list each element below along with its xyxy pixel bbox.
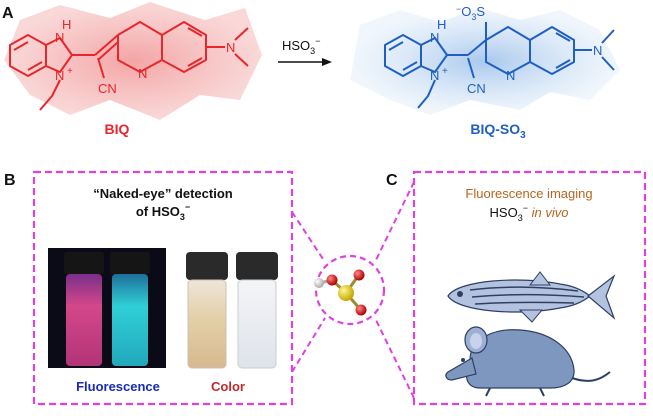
biq-so3-structure: [384, 22, 615, 109]
hso3-ball-stick: [314, 269, 367, 316]
caption-color: Color: [211, 379, 245, 394]
vial-pink: [66, 274, 102, 366]
biq-atoms: H N N + N N CN: [55, 17, 235, 96]
biq-so3-atom-n-quinoline: N: [506, 68, 515, 83]
caption-fluorescence: Fluorescence: [76, 379, 160, 394]
panel-c-title-line2: HSO3− in vivo: [490, 203, 569, 223]
panel-b-frame: [32, 170, 294, 406]
biq-atom-plus: +: [67, 66, 73, 77]
biq-atom-h: H: [62, 17, 71, 32]
biq-so3-sulfonate: −O3S: [456, 4, 485, 22]
biq-so3-atom-cn: CN: [467, 81, 486, 96]
vial-clear: [237, 279, 277, 369]
mouse-icon: [445, 326, 611, 397]
vial-cyan: [112, 274, 148, 366]
panel-c-label: C: [386, 172, 398, 189]
fluorescence-photo: [48, 248, 166, 368]
biq-so3-atom-n-nh: N: [430, 30, 439, 45]
panel-b-title-line2: of HSO3−: [136, 202, 190, 222]
panel-c-title-line1: Fluorescence imaging: [465, 186, 592, 201]
biq-atom-n-nh: N: [55, 30, 64, 45]
color-photo: [176, 248, 288, 369]
biq-glow: [4, 2, 262, 120]
biq-so3-atom-h: H: [437, 17, 446, 32]
biq-so3-name: BIQ-SO3: [470, 121, 526, 141]
biq-so3-atom-n-dimethyl: N: [593, 43, 602, 58]
biq-so3-atom-n-plus: N: [430, 68, 439, 83]
biq-name: BIQ: [105, 121, 130, 137]
biq-structure: [9, 21, 249, 111]
vial-tan: [187, 279, 227, 369]
atom-oxygen-2: [353, 269, 365, 281]
panel-a-label: A: [2, 5, 14, 22]
atom-oxygen-1: [326, 274, 338, 286]
biq-atom-cn: CN: [98, 81, 117, 96]
biq-atom-n-dimethyl: N: [226, 40, 235, 55]
biq-so3-atoms: H N N + N N CN −O3S: [430, 4, 602, 96]
reagent-label: HSO3−: [282, 36, 320, 56]
biq-so3-atom-plus: +: [442, 66, 448, 77]
panel-b-label: B: [4, 172, 16, 189]
atom-oxygen-3: [355, 304, 367, 316]
atom-sulfur: [338, 285, 354, 301]
biq-atom-n-plus: N: [55, 68, 64, 83]
zebrafish-icon: [447, 271, 616, 323]
connector-lines: [291, 181, 415, 399]
panel-c-frame: [412, 170, 647, 406]
panel-b-title-line1: “Naked-eye” detection: [93, 186, 232, 201]
reaction-arrow: [278, 58, 332, 66]
atom-hydrogen: [314, 278, 324, 288]
biq-atom-n-quinoline: N: [138, 66, 147, 81]
